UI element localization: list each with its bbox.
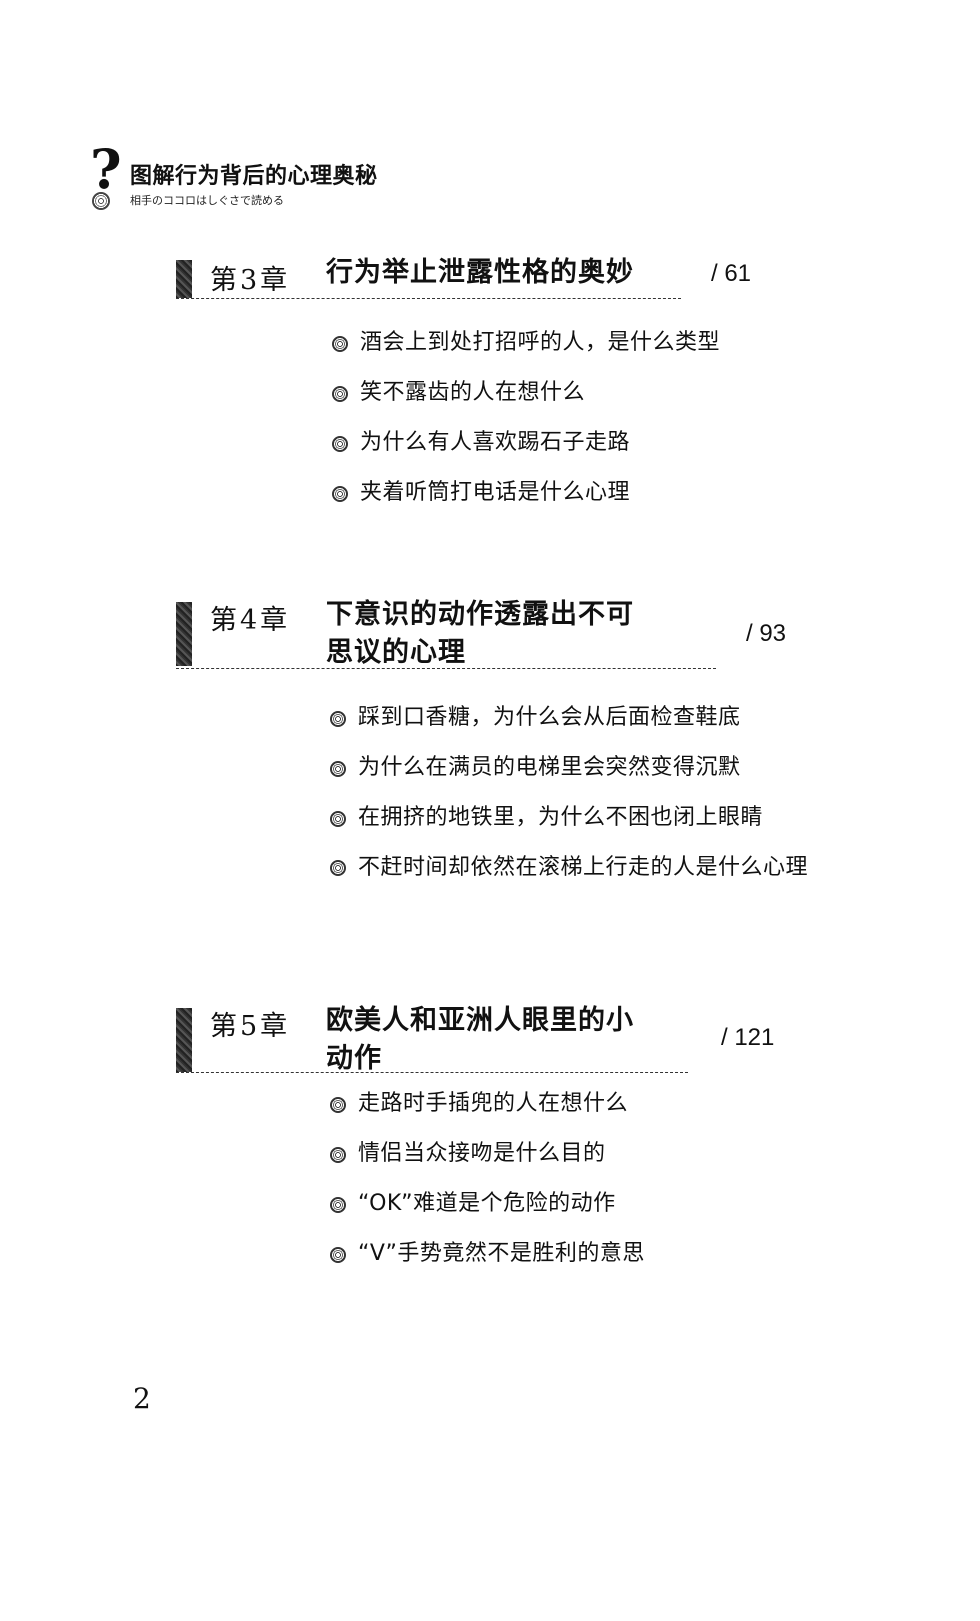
- toc-item-text: 酒会上到处打招呼的人，是什么类型: [360, 330, 721, 355]
- chapter-title-line: 动作: [326, 1043, 382, 1074]
- toc-item-text: 不赶时间却依然在滚梯上行走的人是什么心理: [358, 855, 809, 880]
- toc-item[interactable]: 酒会上到处打招呼的人，是什么类型: [332, 327, 720, 377]
- chapter-number: 第5章: [210, 1011, 291, 1042]
- chapter-4[interactable]: 第4章 下意识的动作透露出不可 思议的心理 / 93: [176, 598, 816, 672]
- chapter-page: / 121: [721, 1024, 775, 1051]
- toc-item[interactable]: 笑不露齿的人在想什么: [332, 377, 720, 427]
- bullet-icon: [330, 1247, 346, 1263]
- bullet-icon: [332, 486, 348, 502]
- toc-item-text: 为什么在满员的电梯里会突然变得沉默: [358, 755, 741, 780]
- bullet-icon: [330, 1097, 346, 1113]
- toc-item-text: 夹着听筒打电话是什么心理: [360, 480, 631, 505]
- bullet-icon: [330, 811, 346, 827]
- chapter-title: 下意识的动作透露出不可 思议的心理: [326, 596, 634, 672]
- chapter-marker-icon: [176, 1008, 192, 1072]
- book-header: ? 图解行为背后的心理奥秘 相手のココロはしぐさで読める: [86, 142, 506, 218]
- chapter-3[interactable]: 第3章 行为举止泄露性格的奥妙 / 61: [176, 257, 776, 308]
- bullet-icon: [332, 436, 348, 452]
- chapter-4-items: 踩到口香糖，为什么会从后面检查鞋底 为什么在满员的电梯里会突然变得沉默 在拥挤的…: [330, 702, 808, 943]
- toc-item[interactable]: 为什么有人喜欢踢石子走路: [332, 427, 720, 477]
- chapter-title-line: 思议的心理: [326, 637, 466, 668]
- chapter-3-items: 酒会上到处打招呼的人，是什么类型 笑不露齿的人在想什么 为什么有人喜欢踢石子走路…: [332, 327, 720, 527]
- bullet-icon: [332, 386, 348, 402]
- chapter-marker-icon: [176, 260, 192, 298]
- bullet-icon: [330, 1197, 346, 1213]
- bullet-icon: [330, 860, 346, 876]
- chapter-title: 欧美人和亚洲人眼里的小 动作: [326, 1002, 634, 1078]
- chapter-page: / 61: [711, 260, 752, 287]
- bullet-icon: [330, 1147, 346, 1163]
- chapter-divider: [176, 1072, 688, 1073]
- book-title: 图解行为背后的心理奥秘: [130, 164, 378, 189]
- toc-item-text: “V”手势竟然不是胜利的意思: [358, 1241, 645, 1266]
- toc-item[interactable]: 走路时手插兜的人在想什么: [330, 1088, 645, 1138]
- toc-item[interactable]: 夹着听筒打电话是什么心理: [332, 477, 720, 527]
- toc-item-text: 在拥挤的地铁里，为什么不困也闭上眼睛: [358, 805, 764, 830]
- toc-item[interactable]: 踩到口香糖，为什么会从后面检查鞋底: [330, 702, 808, 752]
- chapter-title-line: 欧美人和亚洲人眼里的小: [326, 1005, 634, 1036]
- bullet-icon: [330, 711, 346, 727]
- toc-item-text: 为什么有人喜欢踢石子走路: [360, 430, 631, 455]
- chapter-page: / 93: [746, 620, 787, 647]
- chapter-marker-icon: [176, 602, 192, 666]
- toc-item-text: 笑不露齿的人在想什么: [360, 380, 586, 405]
- toc-item[interactable]: “V”手势竟然不是胜利的意思: [330, 1238, 645, 1288]
- toc-item-text: 情侣当众接吻是什么目的: [358, 1141, 606, 1166]
- toc-item-text: “OK”难道是个危险的动作: [358, 1191, 616, 1216]
- toc-item[interactable]: “OK”难道是个危险的动作: [330, 1188, 645, 1238]
- chapter-title-line: 下意识的动作透露出不可: [326, 599, 634, 630]
- chapter-divider: [176, 668, 716, 669]
- toc-item[interactable]: 在拥挤的地铁里，为什么不困也闭上眼睛: [330, 802, 808, 852]
- chapter-title-line: 行为举止泄露性格的奥妙: [326, 257, 634, 288]
- chapter-5-items: 走路时手插兜的人在想什么 情侣当众接吻是什么目的 “OK”难道是个危险的动作 “…: [330, 1088, 645, 1288]
- book-subtitle: 相手のココロはしぐさで読める: [130, 194, 284, 207]
- toc-item-text: 走路时手插兜的人在想什么: [358, 1091, 629, 1116]
- toc-item[interactable]: 为什么在满员的电梯里会突然变得沉默: [330, 752, 808, 802]
- toc-item[interactable]: 情侣当众接吻是什么目的: [330, 1138, 645, 1188]
- page-number: 2: [133, 1382, 151, 1415]
- chapter-divider: [176, 298, 681, 299]
- chapter-5[interactable]: 第5章 欧美人和亚洲人眼里的小 动作 / 121: [176, 1004, 796, 1078]
- toc-item-text: 踩到口香糖，为什么会从后面检查鞋底: [358, 705, 741, 730]
- toc-item[interactable]: 不赶时间却依然在滚梯上行走的人是什么心理: [330, 843, 808, 943]
- chapter-number: 第4章: [210, 605, 291, 636]
- seal-icon: [92, 192, 110, 210]
- bullet-icon: [330, 761, 346, 777]
- chapter-number: 第3章: [210, 265, 291, 296]
- question-mark-logo: ?: [90, 137, 122, 201]
- chapter-title: 行为举止泄露性格的奥妙: [326, 254, 634, 292]
- bullet-icon: [332, 336, 348, 352]
